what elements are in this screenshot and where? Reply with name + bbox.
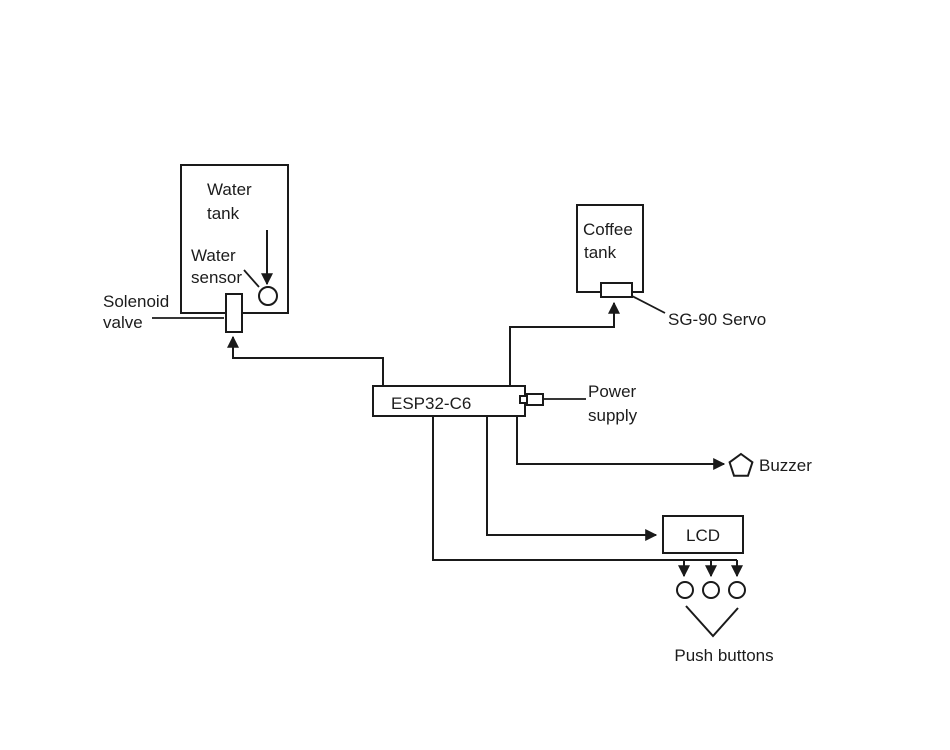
coffee-tank-box [576,204,644,293]
water-sensor-label-line1: Water [191,246,236,265]
solenoid-valve-group: Solenoid valve [103,292,243,333]
buzzer-label: Buzzer [759,456,812,475]
push-buttons-brace [685,605,739,638]
solenoid-valve-rect [225,293,243,333]
lcd-label: LCD [686,526,720,545]
servo-callout-line [631,295,666,314]
push-button-circle-1 [676,581,694,599]
power-supply-label-line1: Power [588,382,637,401]
push-buttons-group: Push buttons [674,560,774,665]
esp32-to-servo-wire [509,301,620,386]
water-tank-label-line1: Water [207,180,252,199]
buzzer-group: Buzzer [728,452,812,477]
servo-rect [600,282,633,298]
solenoid-valve-label-line2: valve [103,313,143,332]
coffee-tank-group: Coffee tank SG-90 Servo [576,204,766,329]
power-supply-label-line2: supply [588,406,638,425]
push-button-circle-3 [728,581,746,599]
power-supply-group: Power supply [519,382,638,425]
coffee-tank-label-line1: Coffee [583,220,633,239]
water-sensor-callout-line [243,269,260,288]
solenoid-valve-label-line1: Solenoid [103,292,169,311]
lcd-box [662,515,744,554]
controller-group: ESP32-C6 [372,385,526,417]
esp32-to-lcd-wire [486,416,658,541]
power-plug-inner-rect [519,395,528,404]
esp32-label: ESP32-C6 [391,394,471,413]
power-plug-rect [526,393,544,406]
water-tank-group: Water tank Water sensor [180,164,289,314]
water-sensor-circle [258,286,278,306]
esp32-to-buttons-bus-wire [432,416,737,561]
push-buttons-label: Push buttons [674,646,773,665]
water-tank-label-line2: tank [207,204,240,223]
esp32-to-buzzer-wire [516,416,726,470]
coffee-tank-label-line2: tank [584,243,617,262]
water-sensor-label-line2: sensor [191,268,242,287]
push-button-circle-2 [702,581,720,599]
buzzer-pentagon [728,452,754,477]
servo-label: SG-90 Servo [668,310,766,329]
lcd-group: LCD [662,515,744,554]
esp32-to-solenoid-wire [227,335,384,386]
